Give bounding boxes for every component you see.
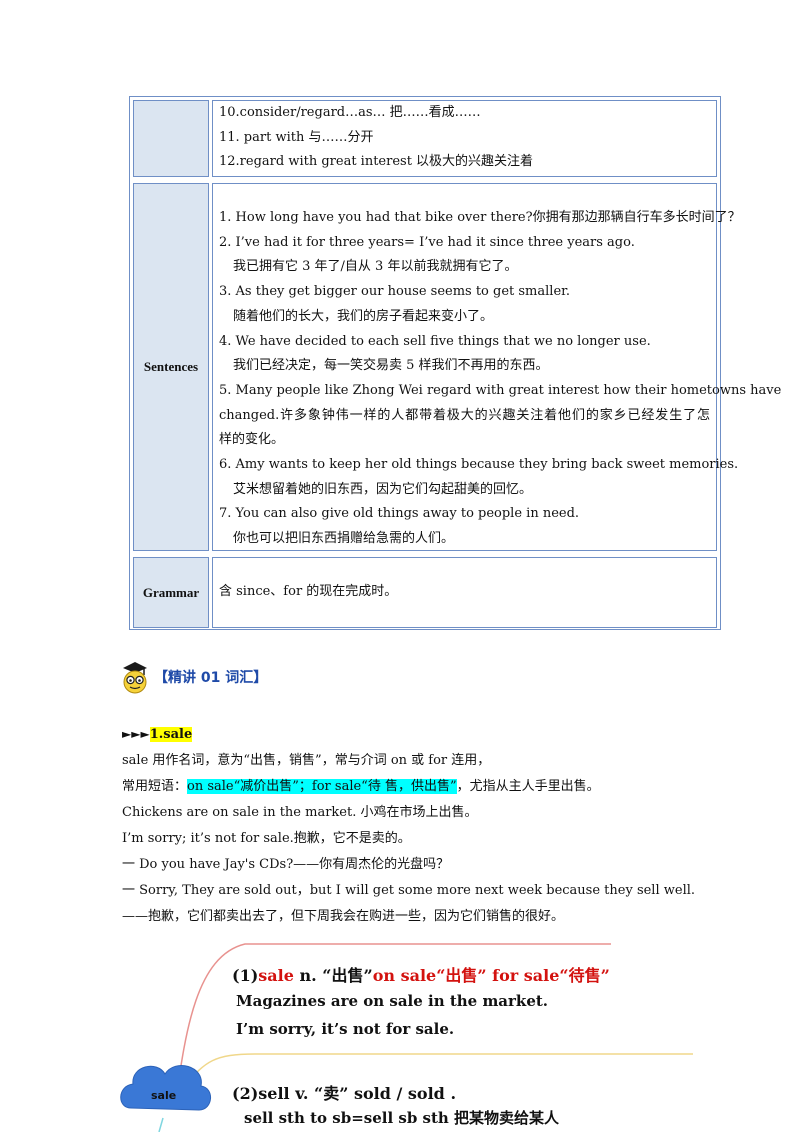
sale-cloud-icon bbox=[120, 1065, 211, 1111]
branch-2-example-1: sell sth to sb=sell sb sth 把某物卖给某人 bbox=[244, 1109, 560, 1127]
mind-map: sale (1)sale n. “出售”on sale“出售” for sale… bbox=[115, 936, 715, 1132]
phrase-line: 12.regard with great interest 以极大的兴趣关注着 bbox=[219, 154, 534, 170]
phrase-highlight: on sale“减价出售”；for sale“待 售，供出售” bbox=[187, 779, 457, 794]
phrase-line: 10.consider/regard…as… 把……看成…… bbox=[219, 105, 481, 120]
sentences-cell: 1. How long have you had that bike over … bbox=[212, 183, 782, 551]
branch-1-prefix: (1) bbox=[232, 966, 259, 985]
grammar-cell: 含 since、for 的现在完成时。 bbox=[212, 557, 717, 628]
table-row-grammar: Grammar 含 since、for 的现在完成时。 bbox=[130, 554, 720, 631]
vocab-table: 10.consider/regard…as… 把……看成…… 11. part … bbox=[129, 96, 782, 631]
branch-1-onsale: on sale“出售” bbox=[372, 966, 487, 985]
sentence-line: 6. Amy wants to keep her old things beca… bbox=[219, 457, 739, 473]
sentence-line: 3. As they get bigger our house seems to… bbox=[219, 284, 571, 300]
section-title: 【精讲 01 词汇】 bbox=[120, 657, 267, 697]
branch-1-sale: sale bbox=[258, 966, 294, 985]
sentence-line: 2. I’ve had it for three years= I’ve had… bbox=[219, 234, 635, 250]
branch-1-example-1: Magazines are on sale in the market. bbox=[236, 992, 549, 1010]
phrases-cell: 10.consider/regard…as… 把……看成…… 11. part … bbox=[212, 100, 717, 177]
table-row-sentences: Sentences 1. How long have you had that … bbox=[130, 180, 782, 554]
triple-arrow-icon: ►►► bbox=[122, 727, 150, 741]
row-label-sentences: Sentences bbox=[133, 183, 209, 551]
phrase-line: 常用短语：on sale“减价出售”；for sale“待 售，供出售”，尤指从… bbox=[122, 774, 682, 800]
row-label-grammar: Grammar bbox=[133, 557, 209, 628]
sentence-translation: 艾米想留着她的旧东西，因为它们勾起甜美的回忆。 bbox=[233, 481, 533, 497]
branch-line-cyan bbox=[158, 1117, 164, 1132]
sentence-line: 1. How long have you had that bike over … bbox=[219, 210, 741, 225]
example-line: Chickens are on sale in the market. 小鸡在市… bbox=[122, 805, 478, 820]
branch-2-title: (2)sell v. “卖” sold / sold . bbox=[232, 1084, 457, 1103]
vocab-heading-text: 1.sale bbox=[149, 727, 193, 742]
sentence-line: 5. Many people like Zhong Wei regard wit… bbox=[219, 382, 782, 398]
dialogue-line: 一 Sorry, They are sold out，but I will ge… bbox=[122, 883, 696, 898]
phrase-prefix: 常用短语： bbox=[122, 779, 188, 794]
branch-1-mid: n. “出售” bbox=[293, 966, 373, 985]
sentence-translation: 随着他们的长大，我们的房子看起来变小了。 bbox=[233, 308, 494, 324]
section-title-text: 【精讲 01 词汇】 bbox=[154, 670, 268, 686]
sentence-line: 7. You can also give old things away to … bbox=[219, 506, 580, 522]
sentence-translation: 我已拥有它 3 年了/自从 3 年以前我就拥有它了。 bbox=[233, 259, 518, 275]
branch-1-example-2: I’m sorry, it’s not for sale. bbox=[236, 1020, 455, 1038]
sentence-translation: 你也可以把旧东西捐赠给急需的人们。 bbox=[233, 531, 455, 547]
example-line: I’m sorry; it’s not for sale.抱歉，它不是卖的。 bbox=[122, 831, 411, 846]
dialogue-line: ——抱歉，它们都卖出去了，但下周我会在购进一些，因为它们销售的很好。 bbox=[122, 909, 565, 924]
phrase-suffix: ，尤指从主人手里出售。 bbox=[456, 779, 600, 794]
sentence-line: changed.许多象钟伟一样的人都带着极大的兴趣关注着他们的家乡已经发生了怎 bbox=[219, 407, 710, 423]
dialogue-line: 一 Do you have Jay's CDs?——你有周杰伦的光盘吗？ bbox=[122, 857, 450, 872]
mind-map-lines bbox=[120, 943, 693, 1132]
grammar-text: 含 since、for 的现在完成时。 bbox=[219, 584, 398, 600]
table-row-phrases: 10.consider/regard…as… 把……看成…… 11. part … bbox=[130, 97, 720, 180]
explain-line: sale 用作名词，意为“出售，销售”，常与介词 on 或 for 连用， bbox=[122, 753, 491, 768]
phrase-line: 11. part with 与……分开 bbox=[219, 129, 374, 145]
scholar-emoji-icon bbox=[123, 662, 147, 694]
sentence-line: 样的变化。 bbox=[219, 432, 285, 448]
cloud-label: sale bbox=[151, 1089, 177, 1102]
sentence-translation: 我们已经决定，每一笑交易卖 5 样我们不再用的东西。 bbox=[233, 358, 549, 374]
row-label-empty bbox=[133, 100, 209, 177]
branch-1-title: (1)sale n. “出售”on sale“出售” for sale“待售” bbox=[232, 962, 610, 986]
sentence-line: 4. We have decided to each sell five thi… bbox=[219, 333, 651, 349]
vocab-heading: ►►►1.sale bbox=[122, 721, 682, 748]
branch-1-forsale: for sale“待售” bbox=[486, 966, 610, 985]
vocab-explanation: ►►►1.sale sale 用作名词，意为“出售，销售”，常与介词 on 或 … bbox=[122, 721, 696, 930]
